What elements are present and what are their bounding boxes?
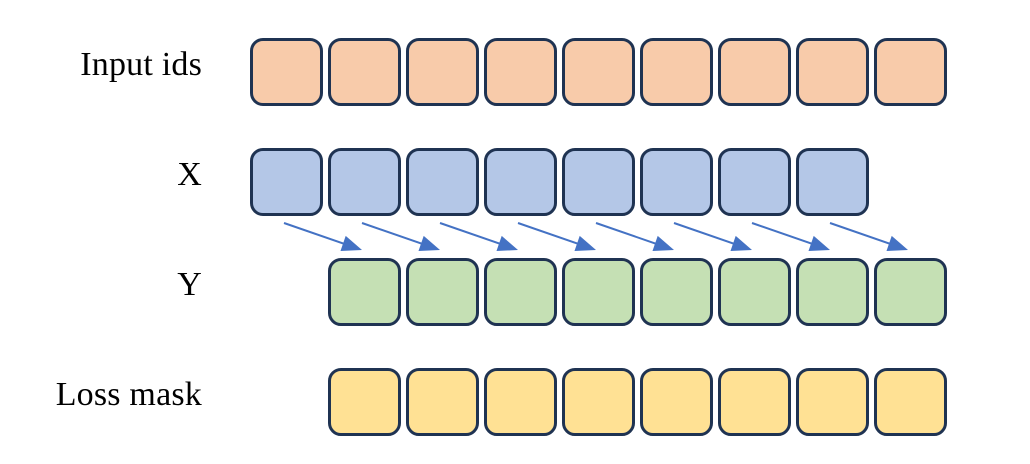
token-box-y-1 — [328, 258, 401, 326]
token-box-x-5 — [562, 148, 635, 216]
token-box-x-1 — [250, 148, 323, 216]
token-box-input-ids-6 — [640, 38, 713, 106]
token-box-input-ids-1 — [250, 38, 323, 106]
token-box-loss-mask-3 — [484, 368, 557, 436]
token-box-loss-mask-8 — [874, 368, 947, 436]
token-box-input-ids-9 — [874, 38, 947, 106]
token-box-loss-mask-5 — [640, 368, 713, 436]
token-box-y-3 — [484, 258, 557, 326]
token-box-x-8 — [796, 148, 869, 216]
token-box-loss-mask-2 — [406, 368, 479, 436]
row-label-loss-mask: Loss mask — [55, 375, 202, 413]
row-label-x: X — [177, 155, 202, 193]
token-box-input-ids-8 — [796, 38, 869, 106]
token-box-input-ids-5 — [562, 38, 635, 106]
token-box-y-5 — [640, 258, 713, 326]
token-box-x-7 — [718, 148, 791, 216]
token-box-loss-mask-7 — [796, 368, 869, 436]
token-box-y-7 — [796, 258, 869, 326]
token-box-input-ids-3 — [406, 38, 479, 106]
token-box-input-ids-2 — [328, 38, 401, 106]
token-box-x-3 — [406, 148, 479, 216]
token-box-loss-mask-6 — [718, 368, 791, 436]
token-box-loss-mask-4 — [562, 368, 635, 436]
token-box-x-6 — [640, 148, 713, 216]
row-label-y: Y — [177, 265, 202, 303]
token-box-x-2 — [328, 148, 401, 216]
token-box-y-4 — [562, 258, 635, 326]
token-box-y-2 — [406, 258, 479, 326]
token-box-y-6 — [718, 258, 791, 326]
token-box-x-4 — [484, 148, 557, 216]
row-label-input-ids: Input ids — [80, 45, 202, 83]
token-box-loss-mask-1 — [328, 368, 401, 436]
token-box-input-ids-4 — [484, 38, 557, 106]
token-box-y-8 — [874, 258, 947, 326]
token-box-input-ids-7 — [718, 38, 791, 106]
